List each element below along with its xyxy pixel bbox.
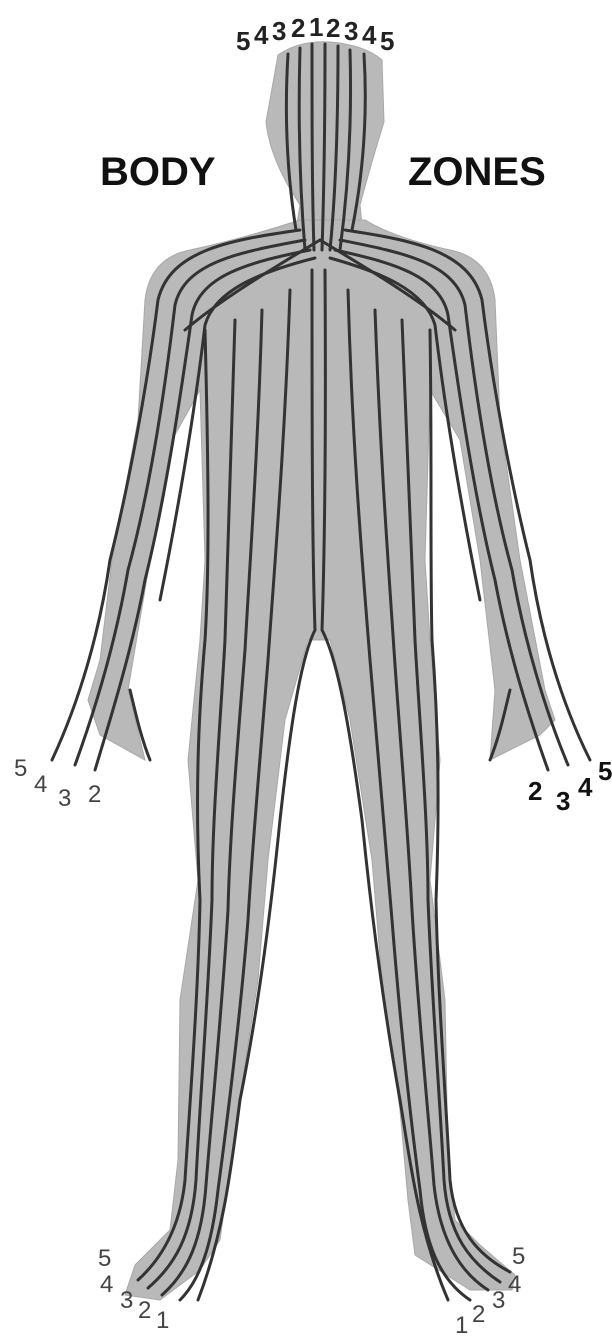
right-foot-label: 1: [455, 1312, 468, 1337]
head-label: 2: [291, 13, 305, 43]
head-label: 5: [236, 26, 250, 56]
right-hand-label: 4: [578, 772, 593, 802]
right-foot-label: 3: [492, 1287, 505, 1314]
left-foot-label: 4: [100, 1271, 113, 1298]
head-label: 4: [362, 20, 377, 50]
head-label: 4: [254, 20, 269, 50]
head-label: 1: [309, 12, 323, 42]
head-label: 3: [272, 16, 286, 46]
left-foot-label: 2: [138, 1297, 151, 1324]
right-hand-label: 2: [528, 776, 542, 806]
title-body: BODY: [100, 150, 216, 194]
head-label: 3: [344, 16, 358, 46]
left-hand-zone-labels: 5 4 3 2: [14, 755, 101, 812]
head-label: 5: [380, 26, 394, 56]
right-hand-label: 5: [598, 756, 612, 786]
right-foot-label: 5: [512, 1243, 525, 1270]
left-foot-label: 5: [98, 1245, 111, 1272]
head-label: 2: [326, 13, 340, 43]
right-hand-zone-labels: 2 3 4 5: [528, 756, 612, 816]
left-foot-label: 1: [156, 1307, 169, 1334]
torso-shape: [88, 220, 555, 1300]
right-foot-label: 4: [508, 1271, 521, 1298]
right-hand-label: 3: [556, 786, 570, 816]
left-hand-label: 4: [34, 771, 47, 798]
title-zones: ZONES: [408, 150, 546, 194]
left-foot-label: 3: [120, 1287, 133, 1314]
left-hand-label: 3: [58, 785, 71, 812]
right-foot-label: 2: [472, 1301, 485, 1328]
left-hand-label: 5: [14, 755, 27, 782]
left-hand-label: 2: [88, 781, 101, 808]
